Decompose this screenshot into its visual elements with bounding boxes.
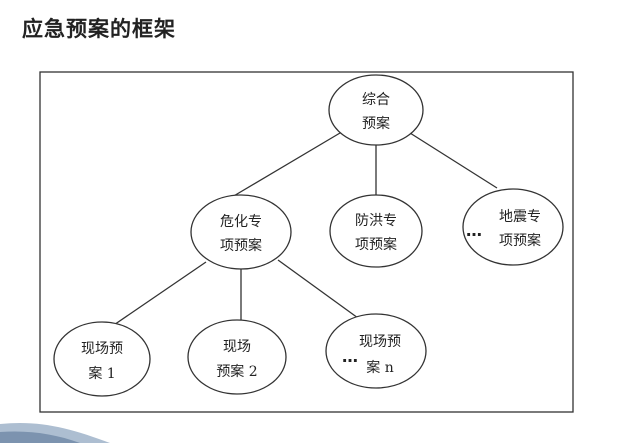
node-flood-line2: 项预案 [355, 236, 397, 253]
node-hazchem-line2: 项预案 [220, 237, 262, 254]
diagram-edges [107, 132, 498, 330]
ellipsis-earthquake: … [466, 221, 482, 240]
node-comprehensive-line1: 综合 [362, 92, 390, 108]
node-siten: 现场预 案 n [325, 313, 427, 389]
node-site1: 现场预 案 1 [53, 321, 151, 397]
node-site2-line2: 预案 2 [216, 363, 257, 380]
node-site1-line2: 案 1 [88, 365, 115, 382]
node-siten-line2: 案 n [366, 359, 393, 376]
node-earthquake-line1: 地震专 [499, 209, 541, 225]
node-flood-line1: 防洪专 [355, 213, 397, 229]
node-siten-line1: 现场预 [359, 334, 401, 350]
node-flood: 防洪专 项预案 [329, 194, 423, 268]
slide-accent-bar-shade [0, 431, 80, 443]
node-earthquake-line2: 项预案 [499, 232, 541, 249]
edge-comprehensive-earthquake [409, 132, 498, 189]
node-hazchem-line1: 危化专 [220, 214, 262, 230]
node-site1-line1: 现场预 [81, 341, 123, 357]
node-site2: 现场 预案 2 [187, 319, 287, 395]
edge-hazchem-site1 [107, 261, 207, 330]
node-comprehensive: 综合 预案 [328, 74, 424, 146]
node-site2-line1: 现场 [223, 339, 251, 355]
node-earthquake: 地震专 项预案 [462, 188, 564, 266]
edge-comprehensive-hazchem [231, 132, 341, 198]
page-title: 应急预案的框架 [22, 17, 176, 41]
node-hazchem: 危化专 项预案 [190, 194, 292, 270]
node-comprehensive-line2: 预案 [362, 115, 390, 132]
diagram-frame [39, 71, 574, 413]
ellipsis-siten: … [342, 347, 358, 366]
edge-hazchem-siten [277, 259, 359, 319]
